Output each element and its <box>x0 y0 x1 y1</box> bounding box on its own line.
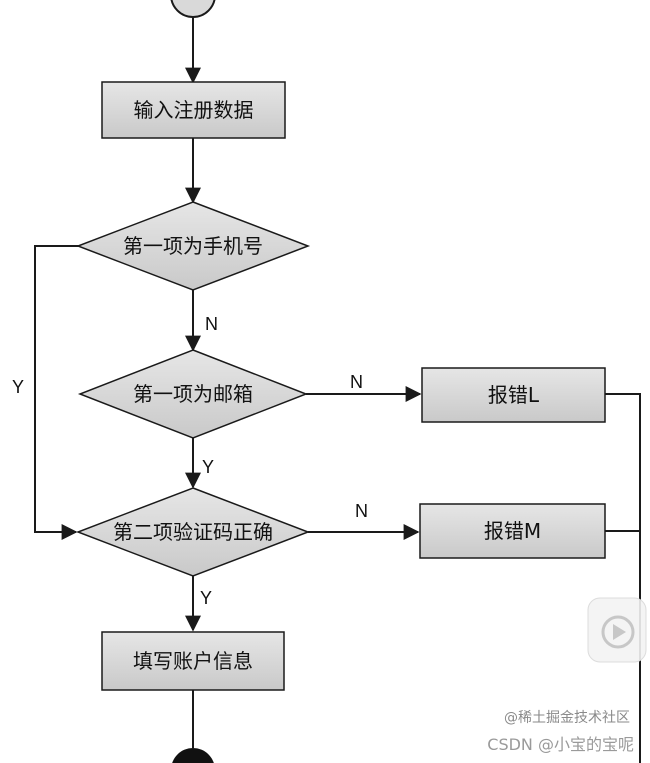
play-icon <box>613 624 626 640</box>
play-button[interactable] <box>587 597 647 663</box>
process-fill-account: 填写账户信息 <box>101 631 285 691</box>
process-error-l-label: 报错L <box>488 383 540 407</box>
end-node <box>172 748 214 763</box>
edge-phone-yes-loop <box>34 245 80 540</box>
process-error-m-label: 报错M <box>484 519 541 543</box>
decision-first-is-phone-label: 第一项为手机号 <box>123 234 263 258</box>
label-phone-no: N <box>205 314 218 334</box>
decision-code-correct: 第二项验证码正确 <box>75 487 311 577</box>
label-email-yes: Y <box>202 457 214 477</box>
decision-first-is-email-label: 第一项为邮箱 <box>133 382 253 406</box>
process-input-data: 输入注册数据 <box>101 81 286 139</box>
decision-first-is-email: 第一项为邮箱 <box>77 349 309 439</box>
process-error-l: 报错L <box>421 367 606 423</box>
process-error-m: 报错M <box>419 503 606 559</box>
process-input-data-label: 输入注册数据 <box>134 98 254 122</box>
watermark-community: @稀土掘金技术社区 <box>504 710 630 726</box>
label-code-no: N <box>355 501 368 521</box>
label-code-yes: Y <box>200 588 212 608</box>
label-phone-yes: Y <box>12 377 24 397</box>
process-fill-account-label: 填写账户信息 <box>133 649 253 673</box>
watermark-author: CSDN @小宝的宝呢 <box>487 735 634 754</box>
edge-error-l-out <box>605 393 641 763</box>
label-email-no: N <box>350 372 363 392</box>
start-node <box>170 0 216 18</box>
decision-code-correct-label: 第二项验证码正确 <box>113 520 273 544</box>
decision-first-is-phone: 第一项为手机号 <box>75 201 311 291</box>
